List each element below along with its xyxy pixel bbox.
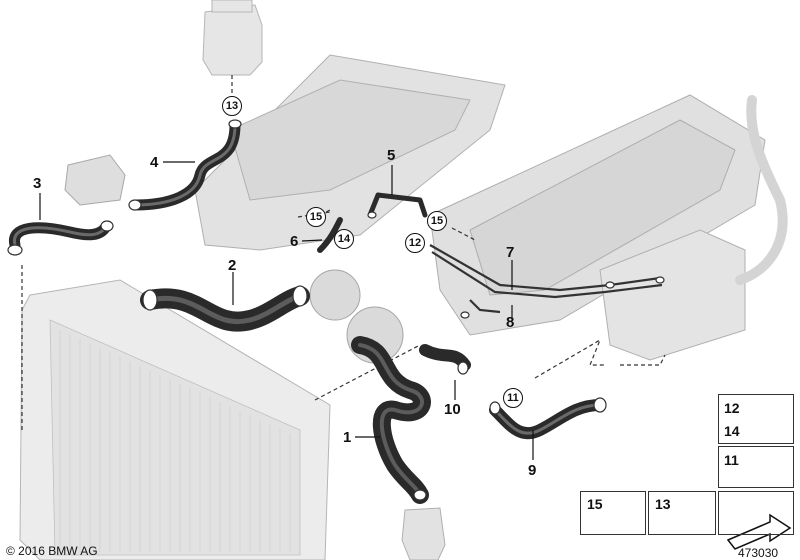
circled-callout-14: 14 [334,229,354,249]
legend-label-14: 14 [724,423,740,439]
circled-callout-13: 13 [222,96,242,116]
callout-4: 4 [150,154,159,171]
circled-callout-11: 11 [503,388,523,408]
radiator-fins-ghost [59,330,291,552]
radiator-ghost [19,279,331,560]
right-tube-ghost [735,95,788,285]
intercooler-ghost [599,229,746,361]
callout-3: 3 [33,175,42,192]
hose-2-highlight [147,293,303,325]
legend-box-13: 13 [648,491,716,535]
thermostat-ghost [64,154,126,206]
legend-box-12-14: 12 14 [718,394,794,444]
hose-5 [367,192,428,218]
hose-9-highlight [493,403,602,435]
legend-label-12: 12 [724,400,740,416]
callout-leaders [39,161,534,460]
legend-label-11: 11 [724,452,739,468]
callout-8: 8 [506,314,515,331]
expansion-tank-ghost [202,0,263,76]
turbo-ghost [309,269,404,364]
hose-1-highlight [358,343,424,497]
hose-connectors [7,119,665,501]
legend-label-13: 13 [655,496,671,512]
callout-9: 9 [528,462,537,479]
circled-callout-12: 12 [405,233,425,253]
callout-1: 1 [343,429,352,446]
circled-callout-15-right: 15 [427,211,447,231]
hose-6 [317,217,343,253]
cylinder-head-left-ghost [194,54,506,251]
circled-callout-15: 15 [306,207,326,227]
hose-3-highlight [13,226,107,247]
hose-1 [351,336,431,504]
callout-6: 6 [290,233,299,250]
copyright-text: © 2016 BMW AG [6,544,98,558]
legend-box-11: 11 [718,446,794,488]
legend-box-15: 15 [580,491,646,535]
hose-4-highlight [133,123,237,207]
callout-5: 5 [387,147,396,164]
callout-10: 10 [444,401,461,418]
hose-9 [489,399,606,440]
callout-2: 2 [228,257,237,274]
coolant-pipes-7-8 [429,244,663,314]
callout-7: 7 [506,244,515,261]
legend-box-arrow [718,491,794,535]
legend-label-15: 15 [587,496,603,512]
diagram-number: 473030 [738,546,779,560]
water-pump-ghost [401,507,446,560]
hose-parts [9,119,606,504]
hose-10 [419,344,471,371]
